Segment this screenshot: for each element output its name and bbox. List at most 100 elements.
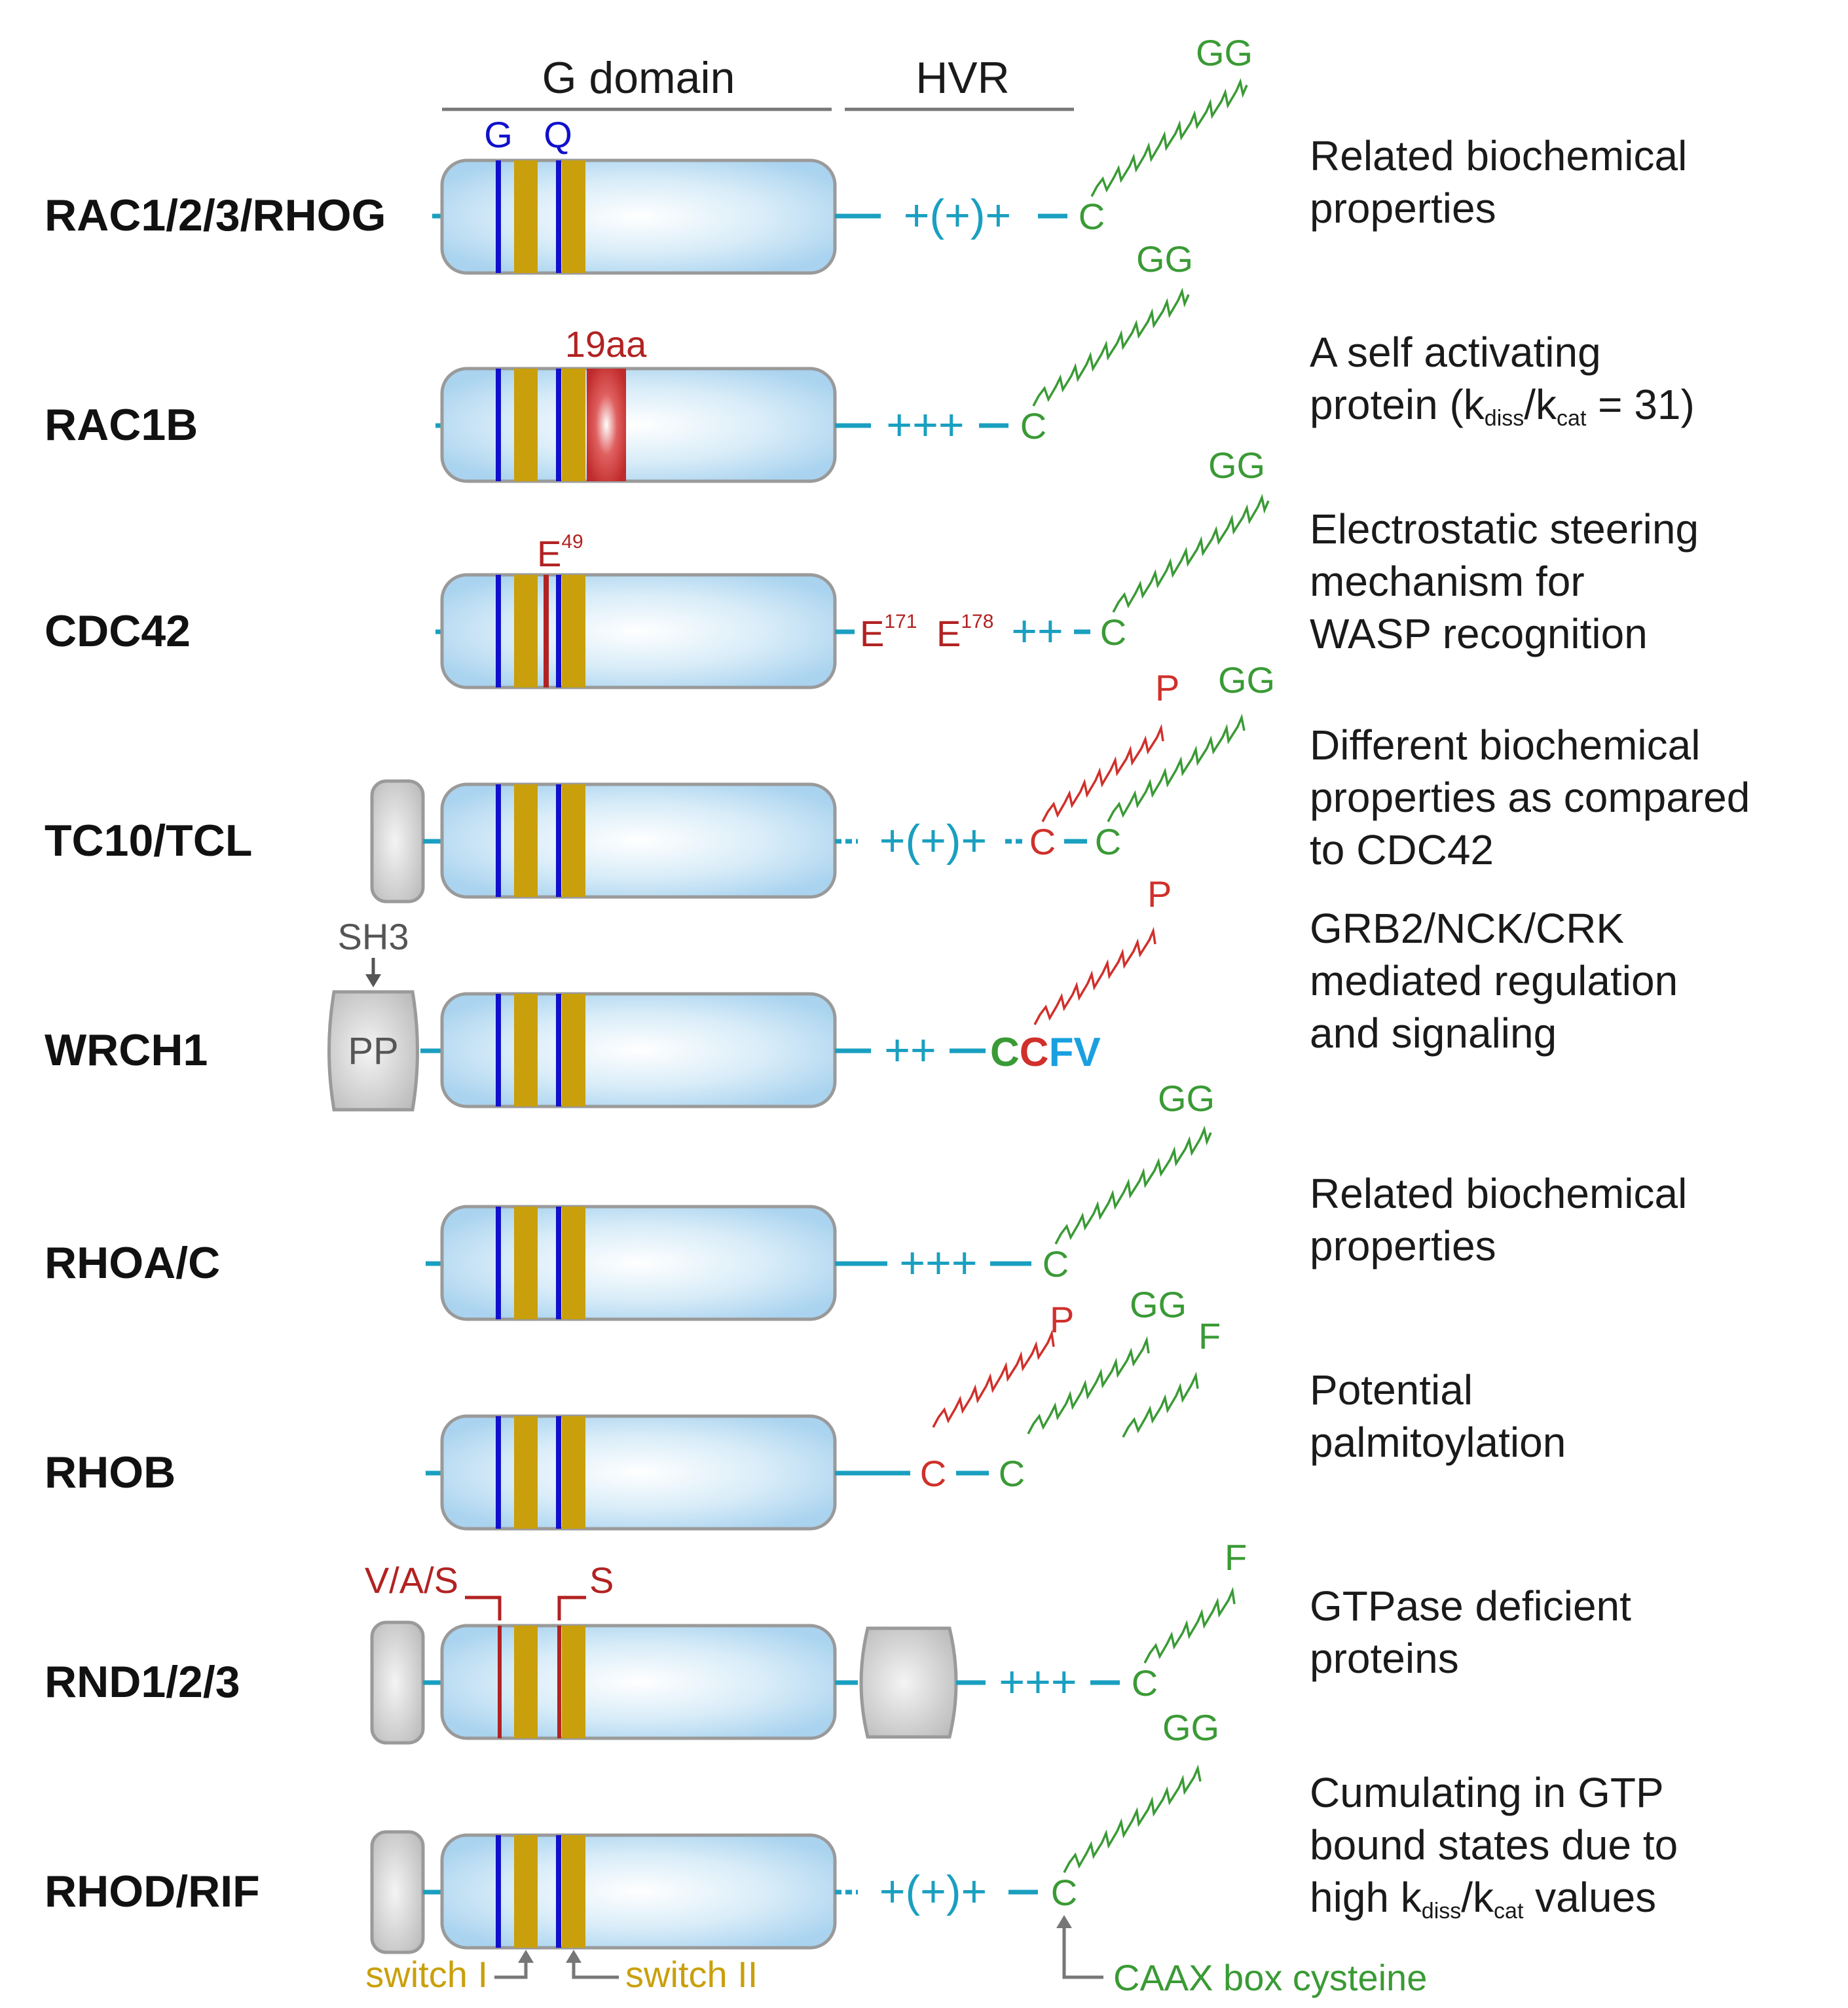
description-line-2: properties [1310,1222,1496,1269]
description-line-1: Related biochemical [1310,1170,1687,1217]
protein-name: WRCH1 [45,1025,208,1075]
row-rnd1-2-3: RND1/2/3 V/A/S S +++ C F GTPase deficien… [45,1537,1631,1745]
vas-bracket [465,1596,502,1620]
q-motif-band [556,1207,561,1319]
protein-name: RHOA/C [45,1238,220,1288]
description-line-1: Electrostatic steering [1310,505,1699,553]
e171-letter: E [860,613,884,654]
palmitoyl-cysteine-label: C [920,1453,946,1494]
g-motif-band [496,369,501,481]
g-motif-band [496,160,501,273]
description-line-3: WASP recognition [1310,610,1648,657]
hvr-charge-text: ++ [884,1025,936,1075]
switch-i-arrow-line [494,1961,528,1979]
k-cat-subscript: cat [1557,406,1587,431]
switch-i-band [514,1626,538,1738]
q-motif-band [556,1416,561,1529]
description-line-2: bound states due to [1310,1821,1678,1869]
q-motif-band [556,369,561,481]
g-motif-band [496,1207,501,1319]
switch-i-band [514,994,538,1106]
terminal-c-2: C [1020,1030,1049,1075]
terminal-c-1: C [990,1030,1020,1075]
gg-lipid-label: GG [1196,32,1253,73]
g-domain-header: G domain [542,53,735,103]
hvr-charge-text: +(+)+ [904,191,1011,240]
gg-lipid-label: GG [1136,238,1193,280]
n-terminal-extension-box [370,1830,425,1954]
switch-ii-band [562,160,585,273]
hvr-charge-text: +(+)+ [879,816,987,866]
switch-i-band [514,160,538,273]
gg-lipid-label: GG [1162,1707,1219,1748]
palmitoyl-chain [1041,723,1164,822]
description-line-1: GTPase deficient [1310,1582,1631,1630]
e178-superscript: 178 [961,611,993,632]
e178-letter: E [936,613,961,654]
hvr-charge-text: +++ [899,1238,977,1288]
geranylgeranyl-chain [1090,78,1248,197]
p-lipid-label: P [1050,1299,1074,1340]
description-line-3: to CDC42 [1310,826,1494,873]
e49-label: E49 [537,531,583,574]
n-terminal-extension-box [370,779,425,904]
protein-name: RHOD/RIF [45,1867,260,1916]
switch-ii-arrow-head [566,1950,582,1963]
cysteine-label: C [1100,612,1126,653]
protein-name: TC10/TCL [45,816,252,866]
q-motif-band [556,1835,561,1948]
q-motif-band [556,160,561,273]
description-line-3: and signaling [1310,1010,1557,1057]
description-line-2: properties as compared [1310,774,1750,821]
palmitoyl-chain [1033,926,1156,1025]
geranylgeranyl-chain [1027,1336,1150,1434]
f-lipid-label: F [1198,1315,1221,1357]
description-line-1: A self activating [1310,329,1601,376]
q-motif-band [556,994,561,1106]
description-text: high k [1310,1874,1422,1921]
e171-superscript: 171 [884,611,917,632]
g-motif-label: G [484,114,513,155]
switch-i-label: switch I [365,1954,488,1995]
switch-i-band [514,575,538,687]
k-cat-subscript: cat [1494,1899,1524,1924]
cysteine-label: C [1132,1662,1158,1704]
description-text: protein (k [1310,381,1485,428]
geranylgeranyl-chain [1032,287,1190,407]
farnesyl-chain [1122,1371,1199,1438]
e49-band [544,575,549,687]
palmitoyl-cysteine-label: C [1029,821,1056,862]
description-line-3: high kdiss/kcat values [1310,1874,1656,1924]
description-line-1: GRB2/NCK/CRK [1310,905,1624,952]
g-motif-band [496,1835,501,1948]
c-terminal-extension-domain [859,1626,958,1739]
row-rac1-2-3-rhog: RAC1/2/3/RHOG G Q +(+)+ C GG Related bio… [45,32,1687,275]
switch-ii-label: switch II [625,1954,758,1995]
geranylgeranyl-chain [1107,714,1246,822]
description-line-1: Related biochemical [1310,132,1687,179]
hvr-header: HVR [915,53,1010,103]
g-motif-mutant-band [498,1626,502,1738]
q-motif-band [556,575,561,687]
description-line-1: Cumulating in GTP [1310,1769,1664,1816]
sh3-arrow-head [365,974,381,987]
terminal-fv: FV [1049,1030,1101,1075]
geranylgeranyl-chain [1063,1764,1202,1873]
gg-lipid-label: GG [1218,659,1275,701]
k-diss-subscript: diss [1485,406,1524,431]
terminal-motif: CCFV [990,1030,1101,1075]
gg-lipid-label: GG [1158,1078,1215,1119]
row-rhoa-c: RHOA/C +++ C GG Related biochemical prop… [45,1078,1687,1321]
g-motif-band [496,784,501,897]
switch-ii-arrow-line [572,1961,619,1979]
palmitoyl-chain [932,1329,1055,1428]
switch-i-band [514,1835,538,1948]
caax-arrow-head [1056,1915,1072,1928]
p-lipid-label: P [1147,873,1172,915]
switch-ii-band [562,1416,585,1529]
g-motif-band [496,994,501,1106]
row-rac1b: RAC1B 19aa +++ C GG A self activating pr… [45,238,1695,483]
description-line-2: mediated regulation [1310,957,1678,1004]
protein-name: RHOB [45,1448,176,1497]
